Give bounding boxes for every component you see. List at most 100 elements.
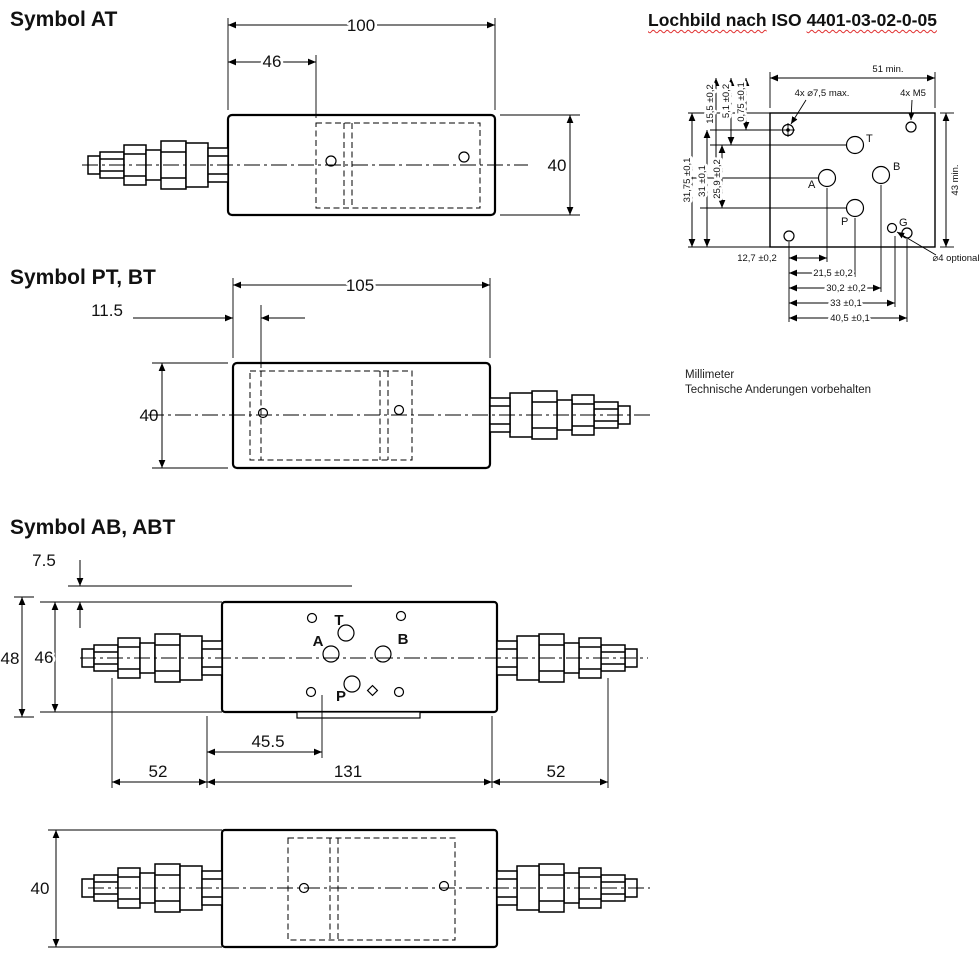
dim-label-43min: 43 min. xyxy=(950,164,961,195)
dim-075: 0,75 ±0,1 xyxy=(734,78,750,130)
port-t xyxy=(337,624,355,642)
mount-hole xyxy=(393,686,405,698)
heading-iso-lochbild: Lochbild nach xyxy=(648,10,767,30)
dim-label-46: 46 xyxy=(35,648,54,667)
port-hole-p xyxy=(845,198,865,218)
body-tab xyxy=(296,711,421,719)
mounting-hole-bl xyxy=(783,230,795,242)
dim-259: 25,9 ±0,2 xyxy=(710,145,726,208)
dim-105: 105 xyxy=(232,274,491,358)
valve-body-ababt xyxy=(220,600,499,714)
callout-4x-d75: 4x ⌀7,5 max. xyxy=(790,88,850,125)
dim-31: 31 ±0,1 xyxy=(695,130,711,247)
body-hole xyxy=(458,151,470,163)
port-label-p: P xyxy=(841,216,848,228)
port-label-a: A xyxy=(808,179,816,191)
port-label-p: P xyxy=(336,688,346,705)
view-symbol-ptbt: 105 11.5 40 xyxy=(91,274,652,470)
footnotes: Millimeter Technische Anderungen vorbeha… xyxy=(685,368,871,398)
dim-label-48: 48 xyxy=(1,649,20,668)
port-label-b: B xyxy=(893,161,900,173)
dim-label-259: 25,9 ±0,2 xyxy=(712,159,723,199)
port-b xyxy=(374,645,392,663)
dim-label-40: 40 xyxy=(31,879,50,898)
section-heading-ababt: Symbol AB, ABT xyxy=(10,516,176,539)
port-hole-b xyxy=(871,165,891,185)
callout-label-4x-d75: 4x ⌀7,5 max. xyxy=(795,88,850,99)
dim-46: 46 xyxy=(228,50,317,118)
locating-pin xyxy=(366,684,379,697)
dim-33: 33 ±0,1 xyxy=(789,296,895,312)
view-symbol-ababt-side: 40 xyxy=(28,828,650,949)
port-label-t: T xyxy=(866,133,873,145)
port-label-a: A xyxy=(313,633,324,650)
dim-label-100: 100 xyxy=(347,16,375,35)
dim-40-at: 40 xyxy=(500,114,580,216)
dim-127: 12,7 ±0,2 xyxy=(735,251,827,267)
callout-label-d4: ⌀4 optional xyxy=(933,253,980,264)
dim-label-131: 131 xyxy=(334,762,362,781)
dim-label-51min: 51 min. xyxy=(872,64,903,75)
dim-115: 11.5 xyxy=(91,301,305,368)
dim-455: 45.5 xyxy=(206,695,323,788)
dim-label-3175: 31,75 ±0,1 xyxy=(682,158,693,203)
section-heading-ptbt: Symbol PT, BT xyxy=(10,266,156,289)
dim-label-75: 7.5 xyxy=(32,551,56,570)
dim-100: 100 xyxy=(227,14,496,110)
body-hole xyxy=(393,404,405,416)
dim-215: 21,5 ±0,2 xyxy=(789,266,855,282)
dim-3175: 31,75 ±0,1 xyxy=(680,113,696,247)
dim-51-tol: 5,1 ±0,2 xyxy=(719,78,735,145)
heading-iso-iso: ISO xyxy=(771,10,802,30)
body-hole xyxy=(257,407,269,419)
dim-chain-52-131-52: 52 131 52 xyxy=(111,678,609,788)
valve-body-ptbt xyxy=(231,361,492,470)
port-label-g: G xyxy=(899,217,908,229)
dim-label-405: 40,5 ±0,1 xyxy=(830,313,870,324)
mounting-hole-tr xyxy=(905,121,917,133)
dim-label-075: 0,75 ±0,1 xyxy=(736,82,747,122)
dim-label-215: 21,5 ±0,2 xyxy=(813,268,853,279)
mount-hole xyxy=(306,612,318,624)
dim-label-52-right: 52 xyxy=(547,762,566,781)
port-hole-a xyxy=(817,168,837,188)
dim-label-31: 31 ±0,1 xyxy=(697,165,708,197)
view-symbol-ababt-plan: T A B P 7.5 48 46 xyxy=(0,551,648,788)
dim-40-side: 40 xyxy=(28,829,222,948)
port-a xyxy=(322,645,340,663)
dim-40-ptbt: 40 xyxy=(137,362,228,469)
dim-label-155: 15,5 ±0,2 xyxy=(705,84,716,124)
callout-d4-optional: ⌀4 optional xyxy=(896,231,980,264)
mounting-plate xyxy=(769,112,936,248)
dim-label-40: 40 xyxy=(140,406,159,425)
dim-43-min: 43 min. xyxy=(940,112,964,248)
port-hole-t xyxy=(845,135,865,155)
mount-hole xyxy=(305,686,317,698)
mounting-hole-tl xyxy=(781,123,795,137)
port-hole-g xyxy=(886,222,898,234)
view-iso-hole-pattern: T A B P G 51 min. 4x ⌀7,5 max. 4x M5 xyxy=(680,62,980,327)
dim-label-105: 105 xyxy=(346,276,374,295)
footnote-millimeter: Millimeter xyxy=(685,369,735,381)
dim-75: 7.5 xyxy=(32,551,352,628)
view-symbol-at: 100 46 40 xyxy=(82,14,580,217)
dim-label-33: 33 ±0,1 xyxy=(830,298,862,309)
port-p xyxy=(343,675,361,693)
callout-4x-m5: 4x M5 xyxy=(900,88,926,121)
dim-51-min: 51 min. xyxy=(769,62,936,108)
dim-label-51tol: 5,1 ±0,2 xyxy=(721,84,732,118)
dim-label-40: 40 xyxy=(548,156,567,175)
dim-label-127: 12,7 ±0,2 xyxy=(737,253,777,264)
dim-label-52-left: 52 xyxy=(149,762,168,781)
dim-155: 15,5 ±0,2 xyxy=(703,78,720,178)
valve-body-side xyxy=(220,828,499,949)
callout-label-4x-m5: 4x M5 xyxy=(900,88,926,99)
dim-label-115: 11.5 xyxy=(91,301,123,320)
port-label-b: B xyxy=(398,631,409,648)
body-hole xyxy=(438,880,450,892)
body-hole xyxy=(325,155,337,167)
dim-405: 40,5 ±0,1 xyxy=(789,311,907,327)
footnote-changes: Technische Anderungen vorbehalten xyxy=(685,383,872,396)
